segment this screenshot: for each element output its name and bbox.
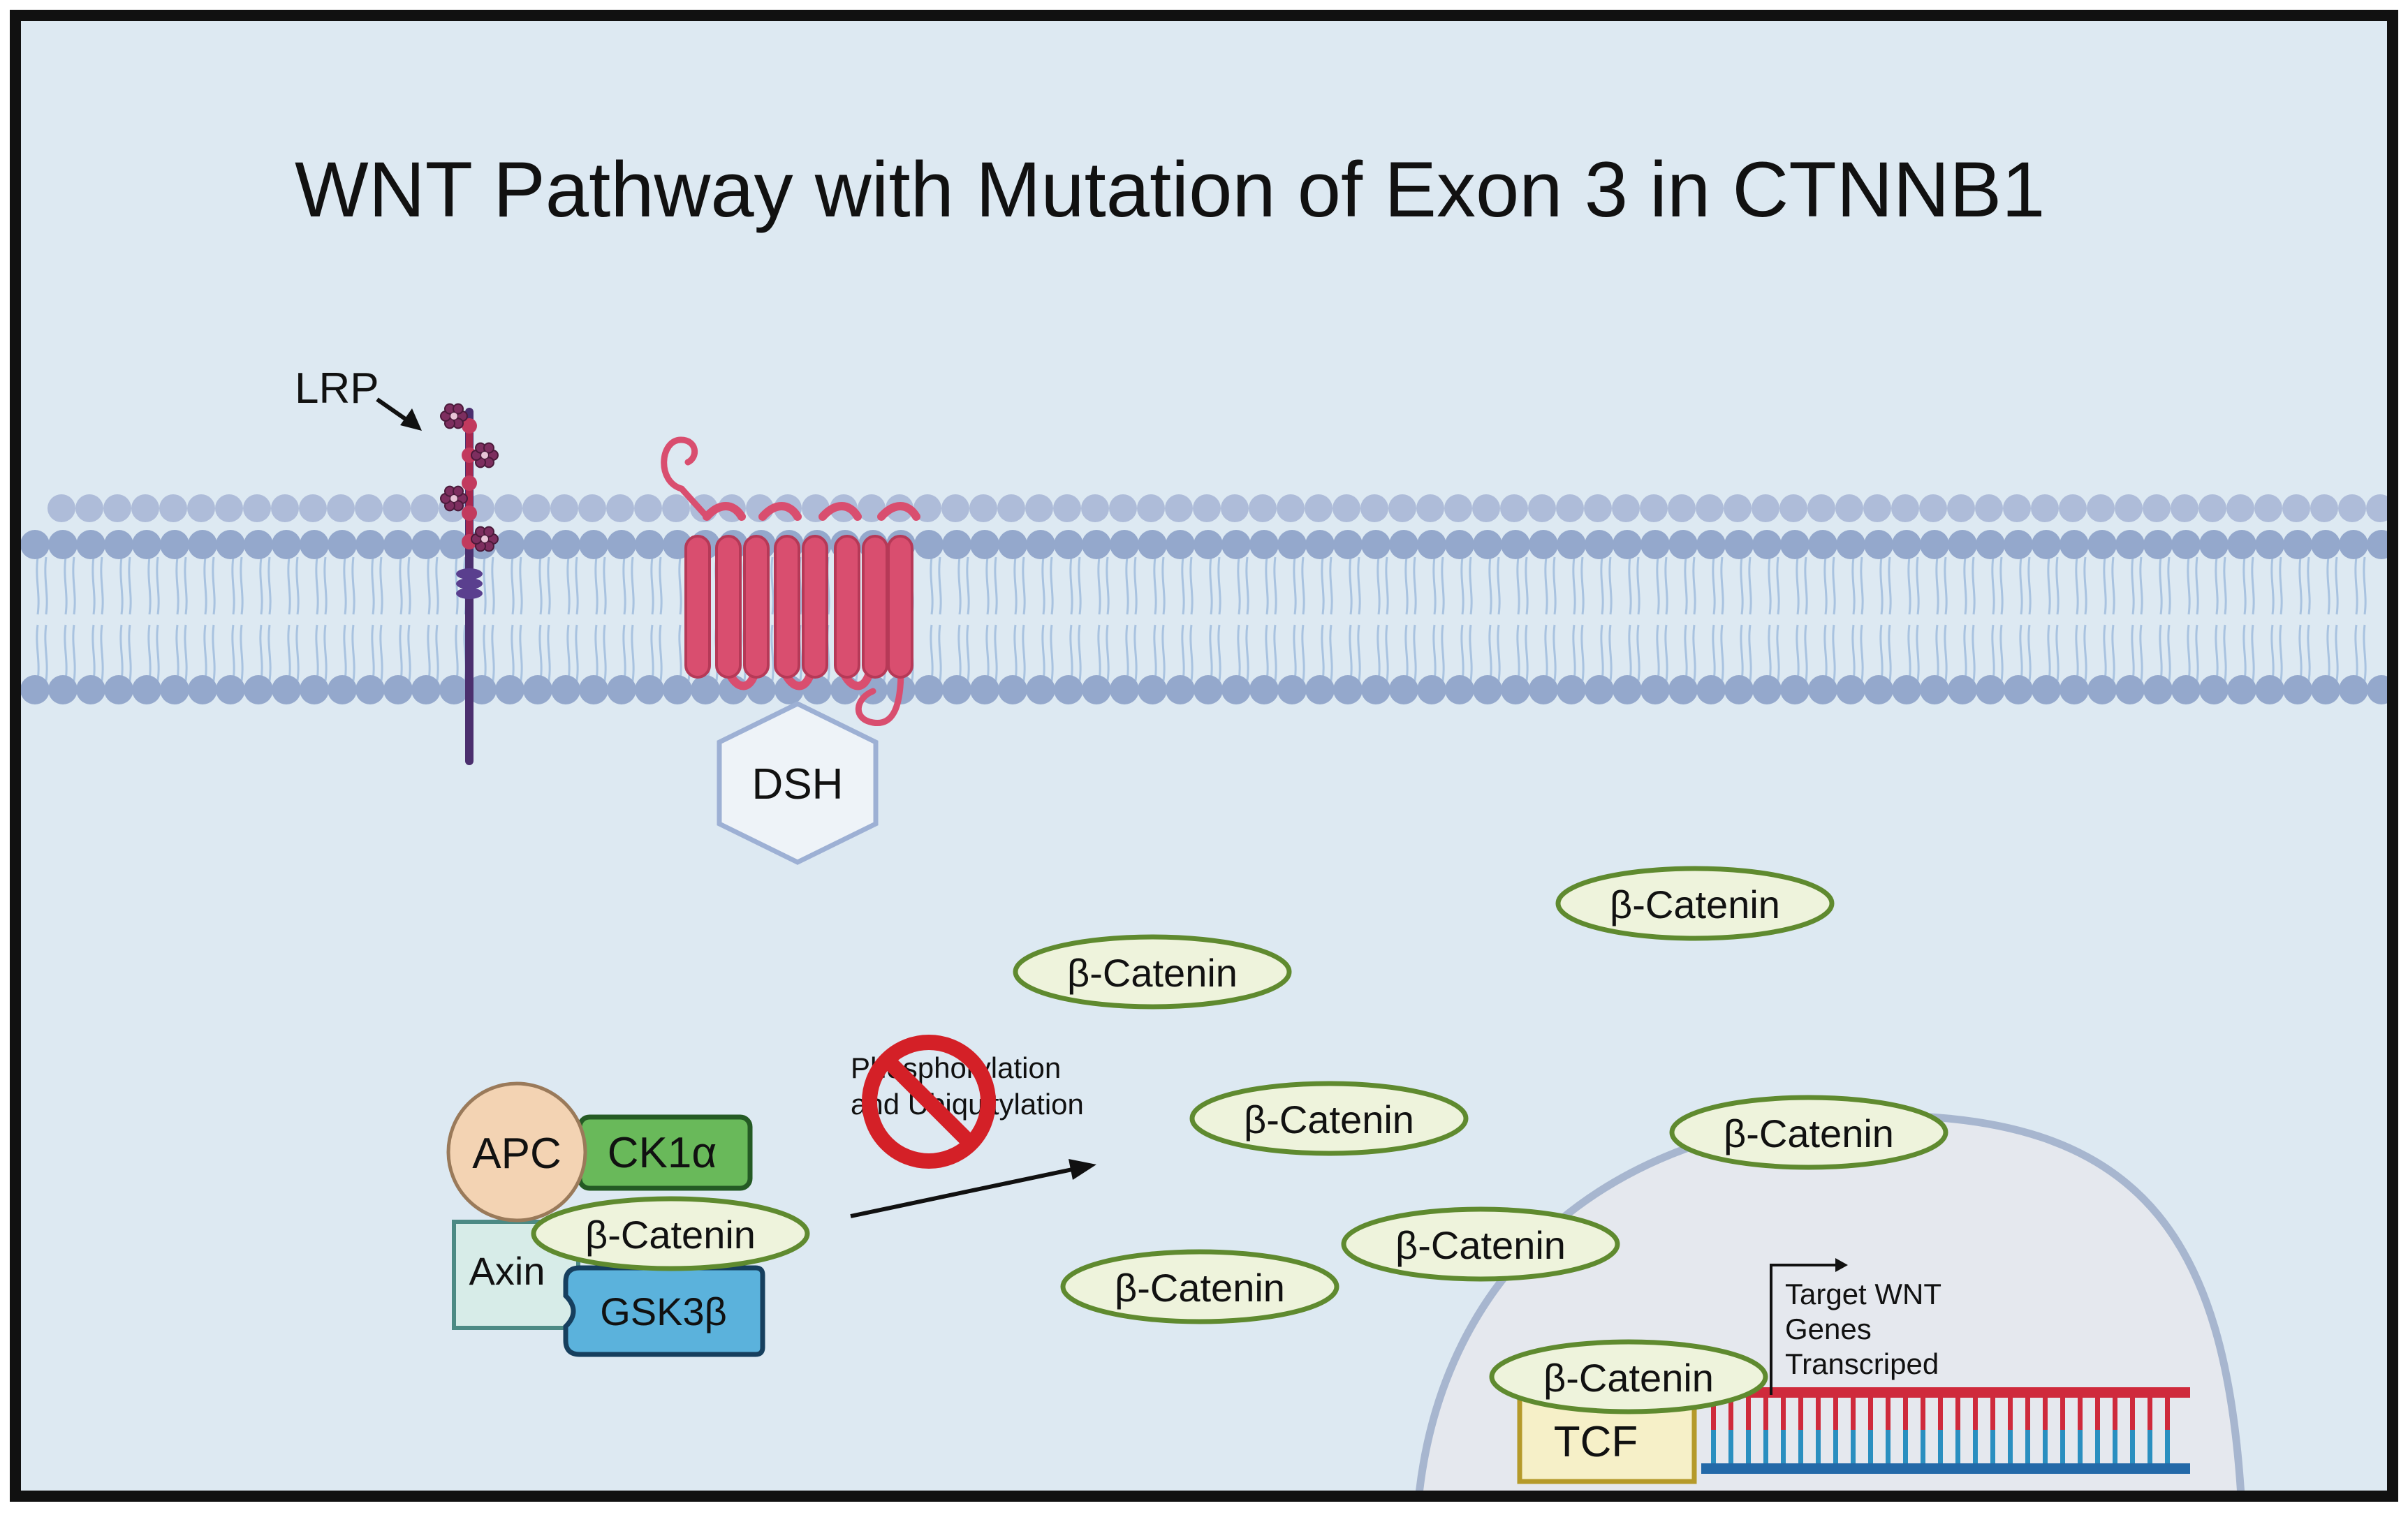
beta-catenin-nuclear-tcf: β-Catenin: [1489, 1339, 1768, 1414]
gsk3b-protein: [563, 1265, 765, 1357]
beta-catenin-label: β-Catenin: [1244, 1098, 1414, 1141]
phospho-label-line2: and Ubiquitylation: [851, 1088, 1084, 1121]
axin-label: Axin: [469, 1249, 545, 1293]
beta-catenin-label: β-Catenin: [1543, 1356, 1714, 1400]
beta-catenin-label: β-Catenin: [1067, 951, 1238, 995]
beta-catenin-free-5: β-Catenin: [1060, 1249, 1339, 1324]
beta-catenin-label: β-Catenin: [1115, 1266, 1285, 1310]
beta-catenin-complex: β-Catenin: [531, 1196, 810, 1271]
target-genes-line1: Target WNT: [1785, 1278, 1941, 1310]
ck1a-label: CK1α: [608, 1129, 717, 1177]
tcf-label: TCF: [1554, 1418, 1638, 1466]
diagram-title: WNT Pathway with Mutation of Exon 3 in C…: [295, 146, 2045, 233]
pathway-arrow: [850, 1167, 1076, 1218]
beta-catenin-label: β-Catenin: [1395, 1223, 1566, 1267]
frizzled-receptor-icon: [661, 436, 920, 726]
transcription-start-arrow: [1770, 1258, 1848, 1395]
beta-catenin-free-1: β-Catenin: [1013, 934, 1292, 1010]
phosphorylation-blocked: Phosphorylation and Ubiquitylation: [850, 1035, 1096, 1218]
beta-catenin-label: β-Catenin: [585, 1213, 756, 1257]
dsh-label: DSH: [752, 760, 844, 808]
beta-catenin-label: β-Catenin: [1610, 882, 1780, 926]
dsh-protein: DSH: [717, 701, 879, 865]
dna-icon: [1701, 1387, 2190, 1474]
target-genes-line3: Transcriped: [1785, 1347, 1939, 1380]
lrp-label: LRP: [295, 364, 379, 413]
prohibited-icon: [862, 1035, 996, 1169]
beta-catenin-nuclear-1: β-Catenin: [1669, 1095, 1948, 1170]
apc-protein: [446, 1081, 587, 1222]
cell-membrane: [21, 494, 2387, 704]
target-genes-line2: Genes: [1785, 1313, 1872, 1345]
gsk3b-label: GSK3β: [600, 1289, 727, 1333]
lrp-pointer-arrow: [376, 397, 422, 431]
beta-catenin-label: β-Catenin: [1724, 1111, 1894, 1155]
beta-catenin-free-4: β-Catenin: [1341, 1206, 1620, 1282]
beta-catenin-free-2: β-Catenin: [1555, 866, 1835, 941]
lrp-receptor-icon: [440, 403, 499, 765]
beta-catenin-free-3: β-Catenin: [1189, 1081, 1469, 1156]
destruction-complex: Axin GSK3β CK1α APC: [446, 1081, 765, 1357]
apc-label: APC: [472, 1130, 561, 1178]
